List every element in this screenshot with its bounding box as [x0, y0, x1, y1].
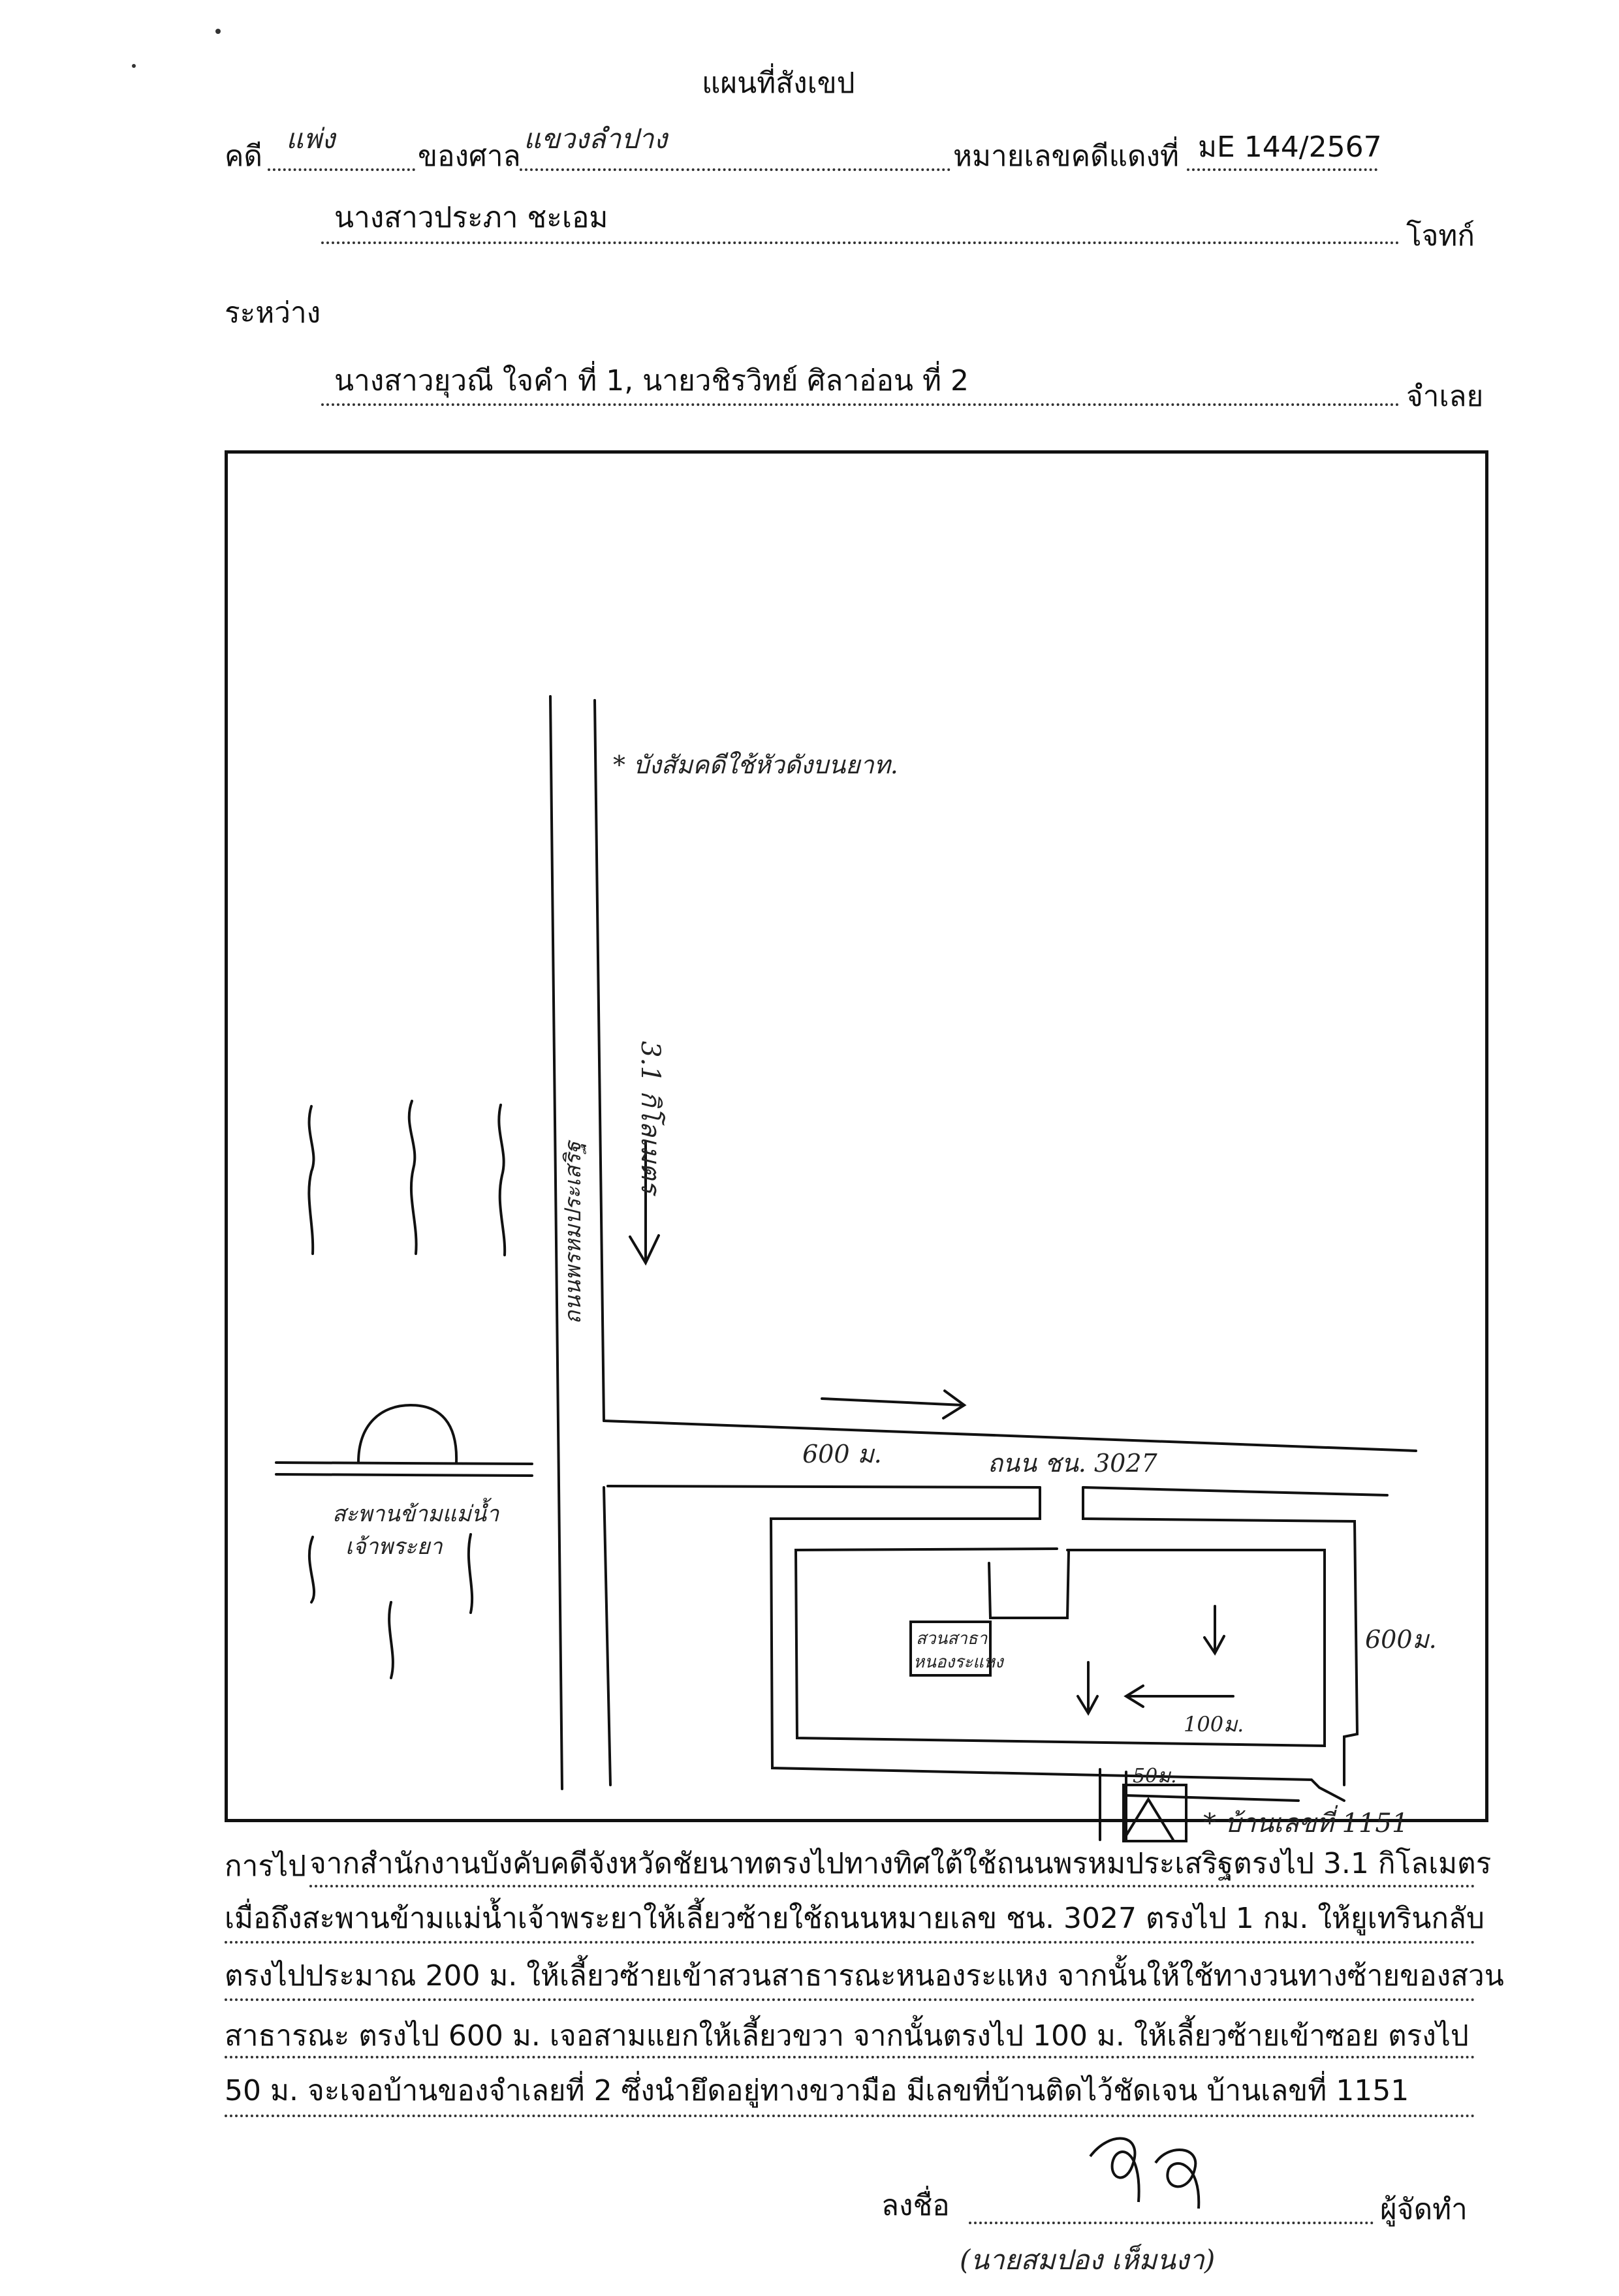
between-label: ระหว่าง	[225, 296, 321, 330]
soi-top	[1125, 1794, 1300, 1802]
defendant-dotline	[321, 403, 1400, 406]
directions-line-4: สาธารณะ ตรงไป 600 ม. เจอสามแยกให้เลี้ยวข…	[225, 2019, 1469, 2053]
directions-dotline-5	[225, 2115, 1475, 2117]
road-3027-bottom-edge	[606, 1485, 1041, 1489]
plaintiff-label: โจทก์	[1406, 219, 1475, 253]
vertical-road-left-edge	[549, 695, 563, 1790]
sign-label: ลงชื่อ	[881, 2189, 950, 2222]
park-outer-loop-right	[1082, 1486, 1359, 1786]
red-case-number: มE 144/2567	[1198, 131, 1382, 164]
house-marker	[1122, 1784, 1187, 1842]
bridge-arch	[357, 1403, 458, 1464]
directions-line-1: จากสำนักงานบังคับคดีจังหวัดชัยนาทตรงไปทา…	[309, 1847, 1492, 1880]
red-case-dotline	[1187, 168, 1377, 171]
directions-dotline-2	[225, 1941, 1475, 1944]
vertical-road-right-edge	[593, 699, 605, 1422]
case-label: คดี	[225, 140, 263, 173]
map-road-vertical-label: ถนนพรหมประเสริฐ	[560, 1140, 586, 1324]
plaintiff-dotline	[321, 241, 1400, 244]
court-name-value: แขวงลำปาง	[524, 123, 667, 155]
red-case-label: หมายเลขคดีแดงที่	[953, 140, 1180, 173]
directions-line-3: ตรงไปประมาณ 200 ม. ให้เลี้ยวซ้ายเข้าสวนส…	[225, 1959, 1504, 1993]
river-squiggle-6	[467, 1533, 474, 1614]
river-squiggle-2	[407, 1100, 418, 1255]
park-inner-loop	[794, 1547, 1326, 1748]
bridge-deck-bottom	[275, 1473, 533, 1477]
defendant-names: นางสาวยุวณี ใจคำ ที่ 1, นายวชิรวิทย์ ศิล…	[334, 364, 969, 397]
vertical-road-right-edge-lower	[603, 1486, 612, 1786]
defendant-label: จำเลย	[1406, 380, 1484, 413]
stray-mark	[215, 29, 221, 34]
map-park-label-1: สวนสาธา	[916, 1629, 988, 1649]
arrow-down-right-head	[1203, 1635, 1225, 1656]
map-dist-600-road: 600 ม.	[802, 1440, 882, 1468]
directions-line-2: เมื่อถึงสะพานข้ามแม่น้ำเจ้าพระยาให้เลี้ย…	[225, 1902, 1485, 1935]
map-house-label: * บ้านเลขที่ 1151	[1203, 1805, 1408, 1838]
sign-dotline	[969, 2222, 1374, 2224]
arrow-down-center-head	[1077, 1695, 1099, 1716]
case-type-dotline	[268, 168, 415, 171]
plaintiff-name: นางสาวประภา ชะเอม	[334, 201, 608, 234]
map-note-top: * บังสัมคดีใช้หัวดังบนยาท.	[613, 751, 898, 779]
house-roof	[1122, 1797, 1174, 1841]
arrow-south-head	[629, 1234, 660, 1266]
directions-dotline-4	[225, 2056, 1475, 2058]
signer-name: (นายสมปอง เห็มนงา)	[960, 2244, 1216, 2276]
case-type-value: แพ่ง	[286, 123, 336, 155]
park-building	[909, 1621, 992, 1677]
handwritten-signature	[1089, 2137, 1201, 2209]
bridge-deck-top	[275, 1461, 533, 1465]
park-center-path	[988, 1550, 1070, 1619]
arrow-east-shaft	[821, 1397, 964, 1406]
road-3027-bottom-edge-right	[1082, 1486, 1389, 1497]
river-squiggle-3	[497, 1104, 507, 1256]
directions-dotline-3	[225, 1998, 1475, 2001]
map-dist-100: 100ม.	[1184, 1712, 1244, 1737]
map-park-label-2: หนองระแหง	[913, 1652, 1005, 1672]
directions-dotline-1	[309, 1885, 1475, 1887]
court-name-dotline	[520, 168, 951, 171]
map-dist-50: 50ม.	[1133, 1765, 1177, 1788]
hand-drawn-map: * บังสัมคดีใช้หัวดังบนยาท. 3.1 กิโลเมตร …	[275, 695, 1437, 1842]
map-bridge-label-2: เจ้าพระยา	[345, 1534, 443, 1560]
stray-mark	[132, 64, 136, 68]
directions-line-5: 50 ม. จะเจอบ้านของจำเลยที่ 2 ซึ่งนำยึดอย…	[225, 2074, 1409, 2107]
preparer-label: ผู้จัดทำ	[1380, 2193, 1468, 2226]
map-road-3027-label: ถนน ชน. 3027	[988, 1449, 1157, 1478]
map-bridge-label-1: สะพานข้ามแม่น้ำ	[332, 1497, 499, 1527]
road-3027-top-edge	[603, 1419, 1417, 1452]
arrow-east-head	[942, 1389, 967, 1419]
court-label: ของศาล	[418, 140, 521, 173]
river-squiggle-4	[307, 1536, 315, 1604]
map-frame: * บังสัมคดีใช้หัวดังบนยาท. 3.1 กิโลเมตร …	[225, 450, 1488, 1842]
arrow-west-head	[1124, 1684, 1144, 1708]
map-dist-600-right: 600ม.	[1365, 1625, 1437, 1654]
map-dist-north: 3.1 กิโลเมตร	[635, 1041, 666, 1197]
page-title: แผนที่สังเขป	[702, 67, 855, 100]
park-outer-loop	[769, 1486, 1345, 1802]
directions-label: การไป	[225, 1850, 307, 1883]
river-squiggle-5	[388, 1601, 394, 1679]
river-squiggle-1	[307, 1105, 315, 1255]
